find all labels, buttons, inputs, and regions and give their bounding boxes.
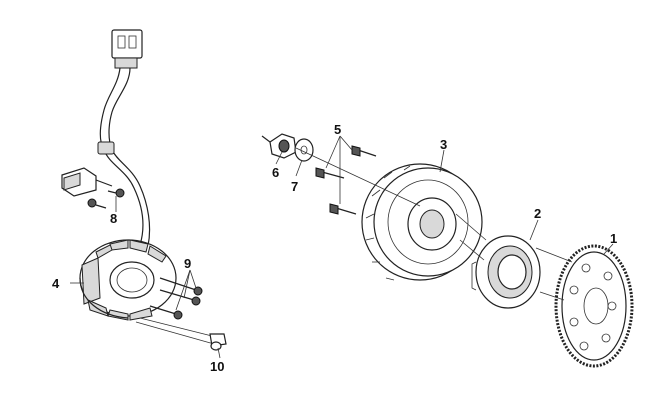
flywheel-washer xyxy=(294,138,314,162)
leader-lines xyxy=(70,135,614,359)
label-part-7: 7 xyxy=(291,179,298,194)
starter-clutch xyxy=(471,235,541,309)
stator-bolt-lower xyxy=(149,305,183,320)
label-part-10: 10 xyxy=(210,359,224,374)
stator-bolt-upper xyxy=(159,277,203,296)
label-part-3: 3 xyxy=(440,137,447,152)
stator-bolt-middle xyxy=(159,289,201,306)
label-part-8: 8 xyxy=(110,211,117,226)
starter-driven-gear xyxy=(554,244,634,368)
label-part-6: 6 xyxy=(272,165,279,180)
pickup-sensor xyxy=(61,167,113,197)
stator-coil xyxy=(79,239,177,321)
assembly-axis-lines xyxy=(295,147,573,301)
label-part-4: 4 xyxy=(52,276,60,291)
flywheel-nut xyxy=(261,133,297,159)
flywheel-rotor xyxy=(361,163,483,281)
wire-harness xyxy=(97,67,151,247)
sensor-screw-lower xyxy=(87,198,107,209)
label-part-5: 5 xyxy=(334,122,341,137)
sensor-screw-upper xyxy=(107,188,125,198)
starter-clutch-bolt-bottom xyxy=(329,203,357,215)
connector-plug xyxy=(111,29,143,69)
label-part-1: 1 xyxy=(610,231,617,246)
label-part-9: 9 xyxy=(184,256,191,271)
label-part-2: 2 xyxy=(534,206,541,221)
part-labels: 1 2 3 4 5 6 7 8 9 10 xyxy=(52,122,617,374)
starter-clutch-bolt-top xyxy=(351,145,377,157)
wire-clamp xyxy=(135,317,227,351)
